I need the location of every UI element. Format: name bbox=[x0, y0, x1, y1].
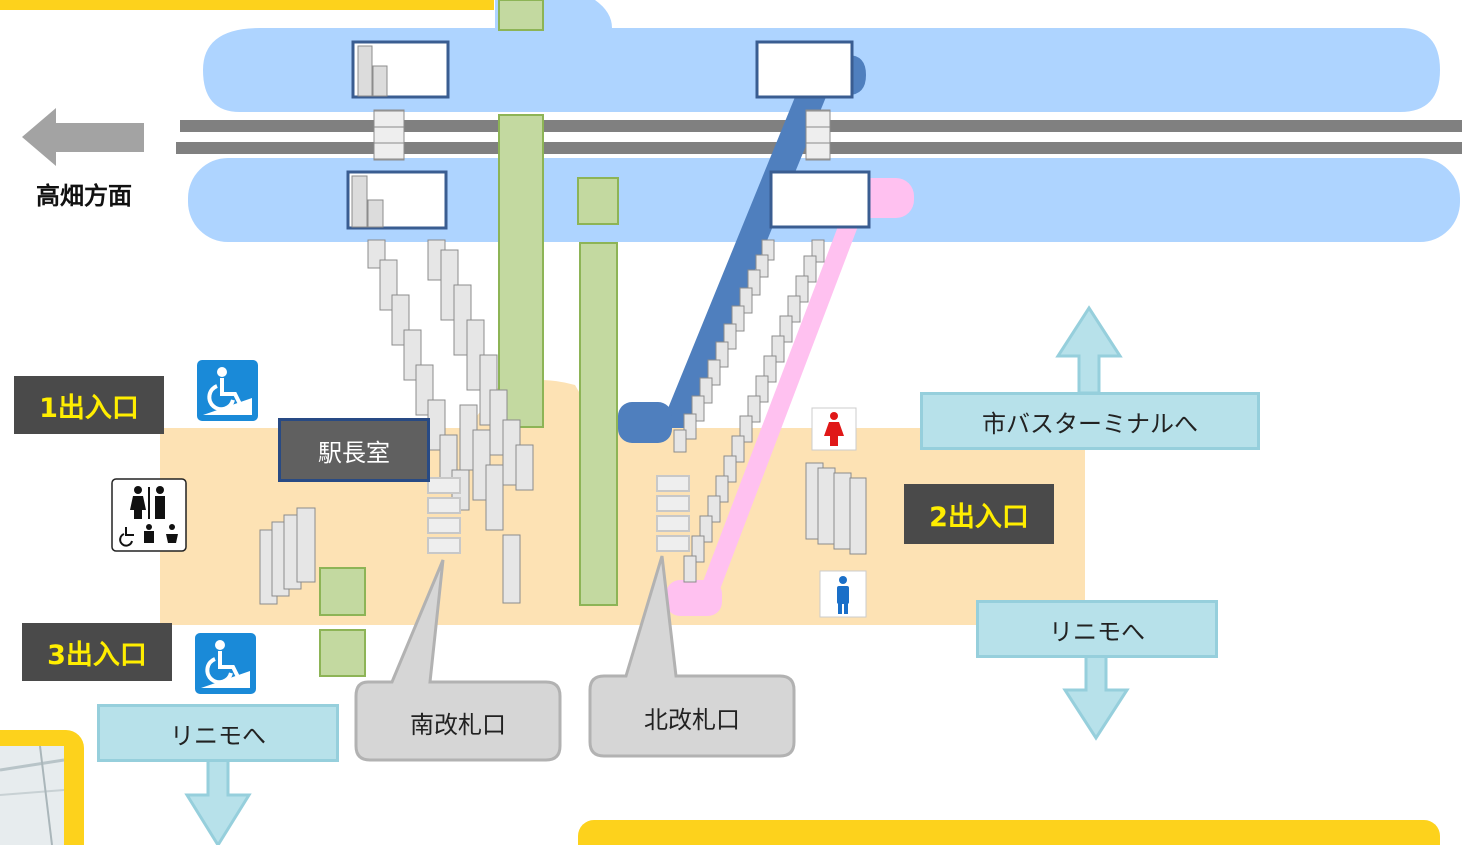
stair-box-lower-2 bbox=[769, 170, 871, 229]
stairs-north-b bbox=[683, 239, 825, 583]
bus-terminal-sign: 市バスターミナルへ bbox=[920, 392, 1260, 450]
stair-box-upper-2 bbox=[755, 40, 854, 99]
wheelchair-slope-icon bbox=[195, 633, 256, 694]
elevator-shaft-1 bbox=[498, 114, 544, 428]
stairs-between-tracks-1 bbox=[373, 109, 405, 161]
down-arrow-icon bbox=[184, 756, 252, 845]
left-arrow-icon bbox=[22, 108, 144, 166]
womens-toilet-icon bbox=[811, 407, 857, 451]
bottom-right-banner bbox=[578, 820, 1440, 845]
stairs-south-b bbox=[427, 239, 534, 604]
direction-label: 高畑方面 bbox=[36, 181, 132, 210]
multipurpose-toilet-icon bbox=[111, 478, 187, 552]
stairs-exit-1-3 bbox=[259, 507, 316, 605]
linimo-sign-right: リニモへ bbox=[976, 600, 1218, 658]
exit-3-label: 3出入口 bbox=[22, 623, 172, 681]
slope-bottom-landing bbox=[666, 580, 722, 616]
south-gate-label: 南改札口 bbox=[410, 710, 506, 739]
elevator-shaft-2 bbox=[579, 242, 618, 606]
south-gate-callout bbox=[354, 559, 562, 762]
station-office-label: 駅長室 bbox=[278, 418, 430, 482]
exit-1-label: 1出入口 bbox=[14, 376, 164, 434]
exit-2-label: 2出入口 bbox=[904, 484, 1054, 544]
elevator-upper-box bbox=[577, 177, 619, 225]
stairs-between-tracks-2 bbox=[805, 109, 831, 161]
stairs-exit-2 bbox=[805, 462, 867, 555]
north-gate-machines bbox=[656, 475, 690, 552]
mens-toilet-icon bbox=[819, 570, 867, 618]
south-gate-machines bbox=[427, 477, 461, 554]
north-gate-label: 北改札口 bbox=[644, 705, 740, 734]
elevator-shaft-top bbox=[498, 0, 544, 31]
top-left-banner bbox=[0, 0, 494, 10]
stairs-south-a bbox=[367, 239, 470, 511]
stairs-north-a bbox=[673, 239, 775, 453]
linimo-sign-left: リニモへ bbox=[97, 704, 339, 762]
wheelchair-slope-icon bbox=[197, 360, 258, 421]
north-gate-callout bbox=[588, 555, 796, 758]
down-arrow-icon bbox=[1062, 653, 1130, 741]
up-arrow-icon bbox=[1055, 305, 1123, 395]
slope-ramp bbox=[696, 200, 868, 600]
escalator-bottom-landing bbox=[618, 402, 672, 443]
elevator-box-3 bbox=[319, 567, 366, 616]
elevator-box-4 bbox=[319, 629, 366, 677]
